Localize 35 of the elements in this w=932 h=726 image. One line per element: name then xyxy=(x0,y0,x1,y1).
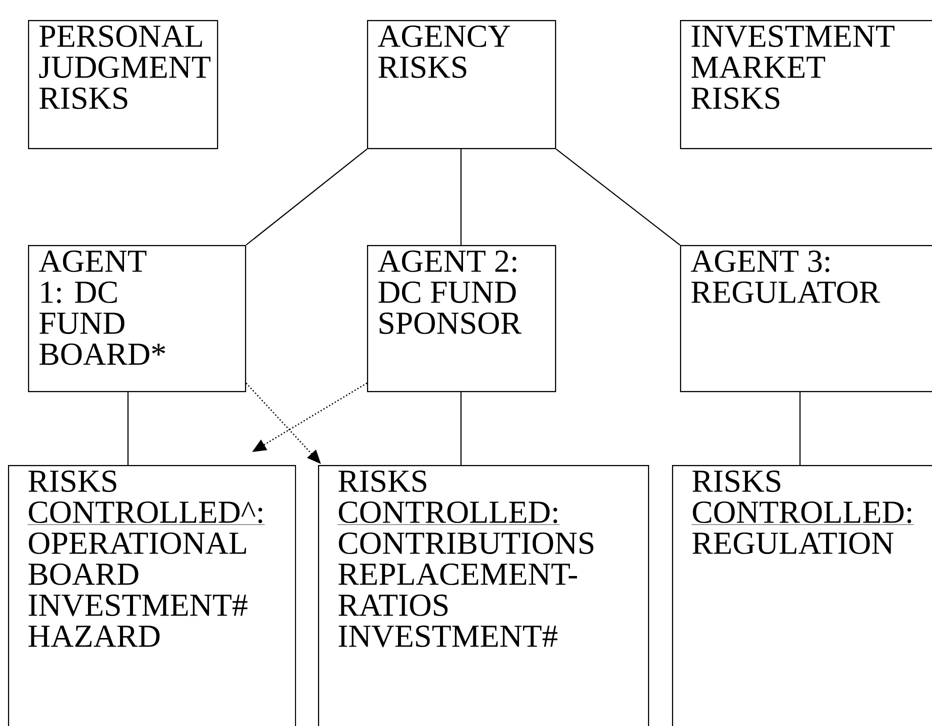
node-text: INVESTMENT# xyxy=(28,594,248,616)
node-text: CONTROLLED^: xyxy=(27,502,265,525)
node-text: HAZARD xyxy=(28,626,160,647)
connector-line xyxy=(460,148,462,245)
node-text: INVESTMENT# xyxy=(338,626,558,648)
category-box xyxy=(680,245,932,392)
node-text: AGENT 2: DC FUND SPONSOR xyxy=(378,250,522,334)
risk-box xyxy=(8,465,296,726)
node-text: AGENCY RISKS xyxy=(378,26,510,78)
risk-box xyxy=(672,465,932,726)
connector-line xyxy=(556,148,680,246)
category-box xyxy=(367,245,556,392)
node-text: AGENT 3: REGULATOR xyxy=(690,250,880,304)
node-text: CONTRIBUTIONS xyxy=(338,532,594,554)
node-text: RISKS xyxy=(692,470,780,492)
node-text: PERSONAL JUDGMENT RISKS xyxy=(39,26,210,110)
connector-line xyxy=(799,391,801,465)
category-box xyxy=(28,245,246,392)
node-text: INVESTMENT MARKET RISKS xyxy=(691,26,894,110)
connector-line xyxy=(246,148,368,246)
category-box xyxy=(367,20,556,150)
category-box xyxy=(680,20,932,150)
connector-line xyxy=(460,391,462,465)
node-text: CONTROLLED: xyxy=(691,502,914,525)
node-text: CONTROLLED: xyxy=(337,502,560,525)
risk-box xyxy=(318,465,650,726)
node-text: BOARD xyxy=(28,564,138,586)
node-text: RISKS xyxy=(338,470,426,492)
category-box xyxy=(28,20,218,150)
connector-line xyxy=(127,391,129,465)
node-text: REPLACEMENT-RATIOS xyxy=(338,564,578,616)
node-text: REGULATION xyxy=(692,532,894,554)
node-text: AGENT 1: DC FUND BOARD* xyxy=(38,250,165,366)
node-text: OPERATIONAL xyxy=(28,532,246,554)
node-text: RISKS xyxy=(28,470,116,492)
